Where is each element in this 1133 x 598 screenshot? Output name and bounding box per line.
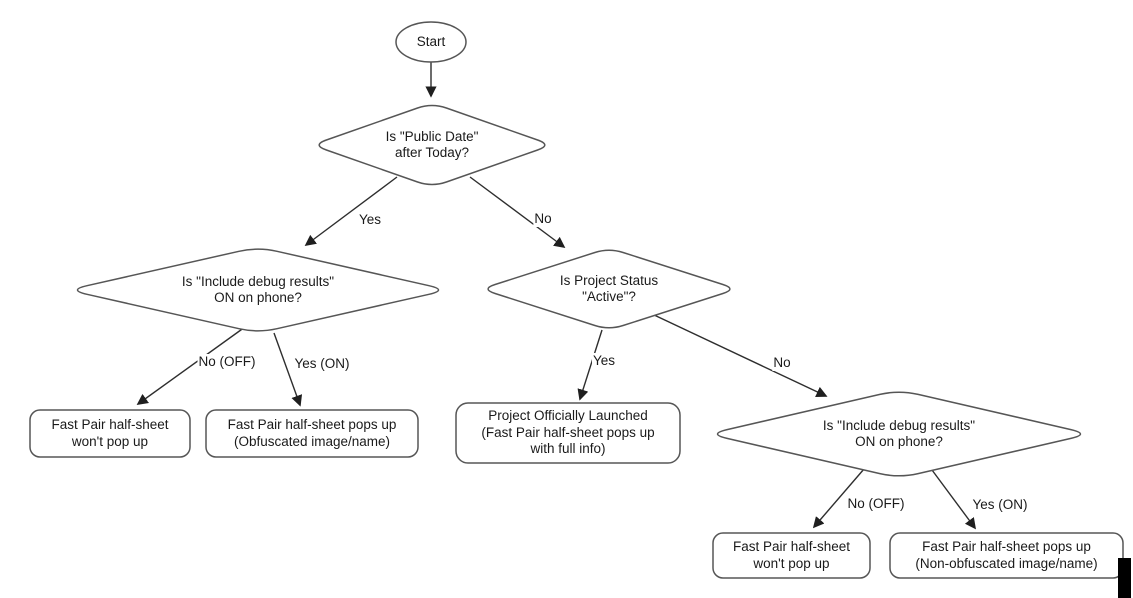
edge-public-date-yes (304, 176, 398, 247)
edge-project-status-yes (577, 329, 603, 401)
start-node-shape (395, 21, 467, 63)
decision-project-status-shape (487, 249, 731, 329)
result-no-popup-right-shape (712, 532, 871, 579)
result-no-popup-left-shape (29, 409, 191, 458)
edge-debug-left-no-off (136, 326, 246, 405)
edge-public-date-no (469, 176, 566, 249)
edge-debug-right-no-off (812, 468, 865, 529)
decision-debug-left-shape (76, 248, 440, 332)
result-popup-obfuscated-shape (205, 409, 419, 458)
decision-debug-right-shape (716, 391, 1082, 477)
text-cursor-artifact (1118, 558, 1131, 598)
edge-debug-right-yes-on (931, 469, 977, 530)
result-launched-shape (455, 402, 681, 464)
result-popup-non-obfuscated-shape (889, 532, 1124, 579)
edge-project-status-no (651, 313, 828, 398)
edge-debug-left-yes-on (273, 332, 303, 407)
decision-public-date-shape (318, 104, 546, 186)
